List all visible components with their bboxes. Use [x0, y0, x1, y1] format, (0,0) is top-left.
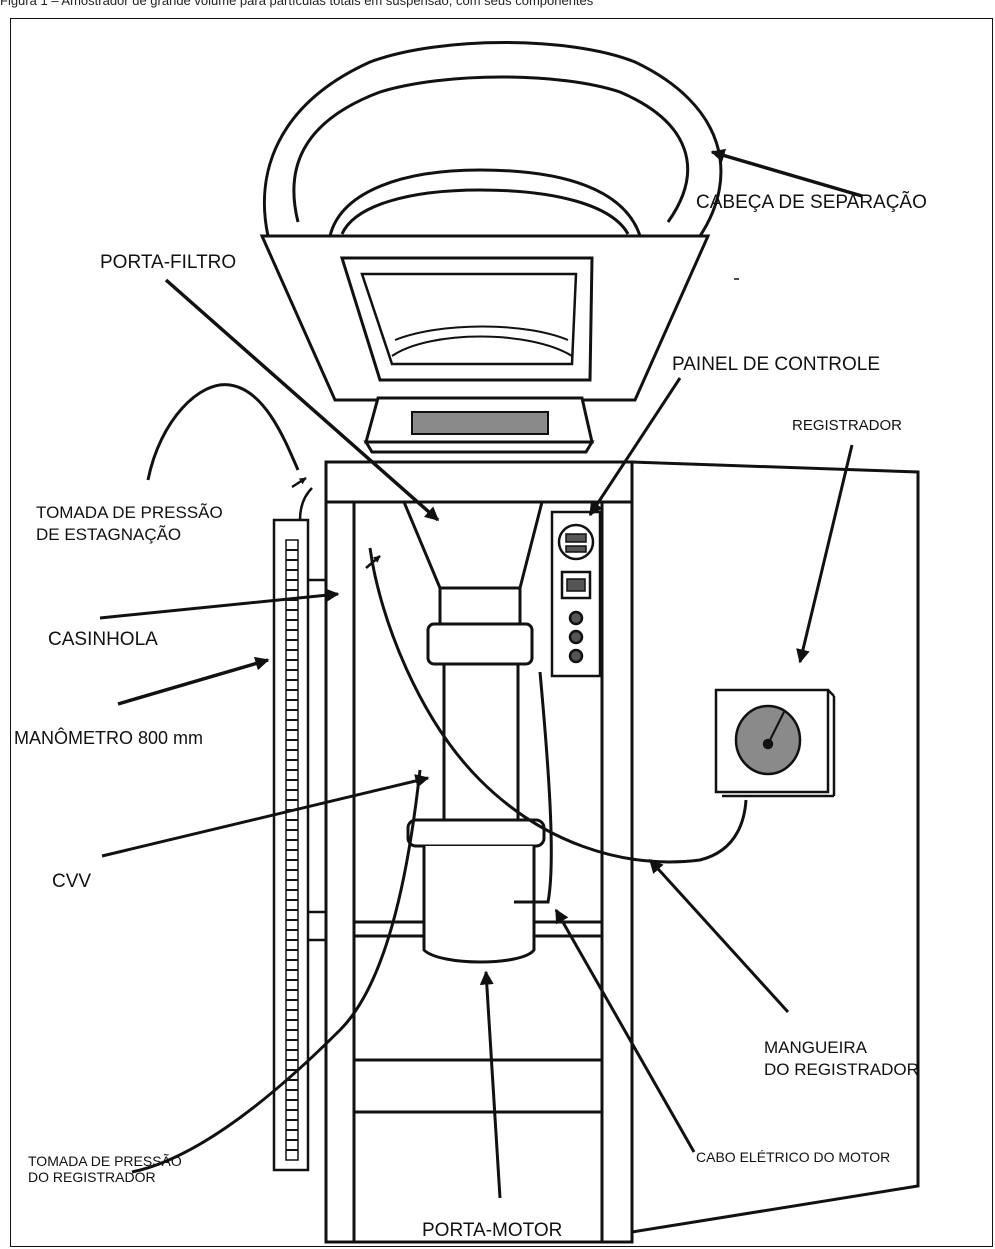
- control-panel: [550, 510, 602, 678]
- head-window-outer: [339, 256, 594, 382]
- label-porta-motor: PORTA-MOTOR: [422, 1220, 562, 1241]
- head-window-inner: [360, 272, 578, 366]
- hoses: [131, 383, 748, 1174]
- arrow-tomada-estag: [291, 476, 307, 489]
- label-tomada-registrador-1: TOMADA DE PRESSÃO: [28, 1153, 182, 1169]
- arrow-cabo: [554, 908, 696, 1153]
- head-hood: [259, 234, 711, 402]
- labels: CABEÇA DE SEPARAÇÃO PORTA-FILTRO PAINEL …: [14, 191, 927, 1241]
- arrow-cvv: [101, 774, 430, 858]
- label-mangueira-2: DO REGISTRADOR: [764, 1060, 919, 1079]
- arrow-registrador: [796, 444, 854, 664]
- label-porta-filtro: PORTA-FILTRO: [100, 252, 236, 273]
- label-casinhola: CASINHOLA: [48, 629, 158, 650]
- label-cabo-eletrico: CABO ELÉTRICO DO MOTOR: [696, 1149, 890, 1165]
- panel-led-3: [568, 648, 584, 664]
- arrow-manometro: [117, 656, 270, 706]
- head-window-arc: [391, 335, 573, 357]
- motor-electric-cable: [514, 671, 553, 904]
- figure-frame: [10, 18, 993, 1247]
- head-collar-shade: [340, 188, 630, 235]
- label-registrador: REGISTRADOR: [792, 417, 902, 434]
- motor-flange: [406, 818, 546, 848]
- recorder: [714, 688, 836, 798]
- arrow-cabeca: [710, 148, 863, 198]
- head-window-arc-2: [394, 325, 569, 341]
- cvv-tube: [442, 662, 520, 826]
- label-tomada-estagnacao-2: DE ESTAGNAÇÃO: [36, 525, 181, 544]
- label-painel-de-controle: PAINEL DE CONTROLE: [672, 354, 880, 375]
- label-tomada-registrador-2: DO REGISTRADOR: [28, 1169, 156, 1185]
- head-inner-rim: [328, 168, 642, 237]
- arrow-mangueira: [648, 858, 790, 1014]
- cvv-clamp: [426, 622, 534, 666]
- label-tomada-estagnacao-1: TOMADA DE PRESSÃO: [36, 503, 223, 522]
- motor-housing: [422, 846, 536, 964]
- label-cvv: CVV: [52, 871, 91, 892]
- figure-caption: Figura 1 – Amostrador de grande volume p…: [0, 0, 594, 8]
- label-manometro: MANÔMETRO 800 mm: [14, 727, 203, 748]
- panel-led-1: [568, 610, 584, 626]
- recorder-hose: [368, 547, 748, 864]
- separation-head: [259, 41, 723, 402]
- panel-led-2: [568, 629, 584, 645]
- filter-holder-funnel: [401, 500, 546, 964]
- manometer-scale: [286, 549, 298, 1151]
- leader-arrows: [99, 148, 863, 1199]
- head-outer-dome: [262, 41, 723, 237]
- filter-platform: [363, 396, 595, 454]
- manometer: [272, 487, 326, 1172]
- stagnation-hose: [146, 383, 300, 481]
- label-cabeca-de-separacao: CABEÇA DE SEPARAÇÃO: [696, 191, 927, 213]
- housing-door: [630, 460, 920, 1234]
- arrow-painel: [588, 377, 682, 517]
- recorder-pressure-tap-hose: [131, 769, 422, 1174]
- filter-plate: [411, 411, 549, 435]
- arrow-porta-filtro: [164, 278, 440, 522]
- arrow-tomada-registrador: [365, 555, 381, 569]
- head-inner-dome: [292, 75, 690, 223]
- platform-bottom-strip: [363, 440, 595, 454]
- arrow-casinhola: [99, 588, 340, 620]
- arrow-porta-motor: [479, 970, 502, 1199]
- label-mangueira-1: MANGUEIRA: [764, 1038, 868, 1057]
